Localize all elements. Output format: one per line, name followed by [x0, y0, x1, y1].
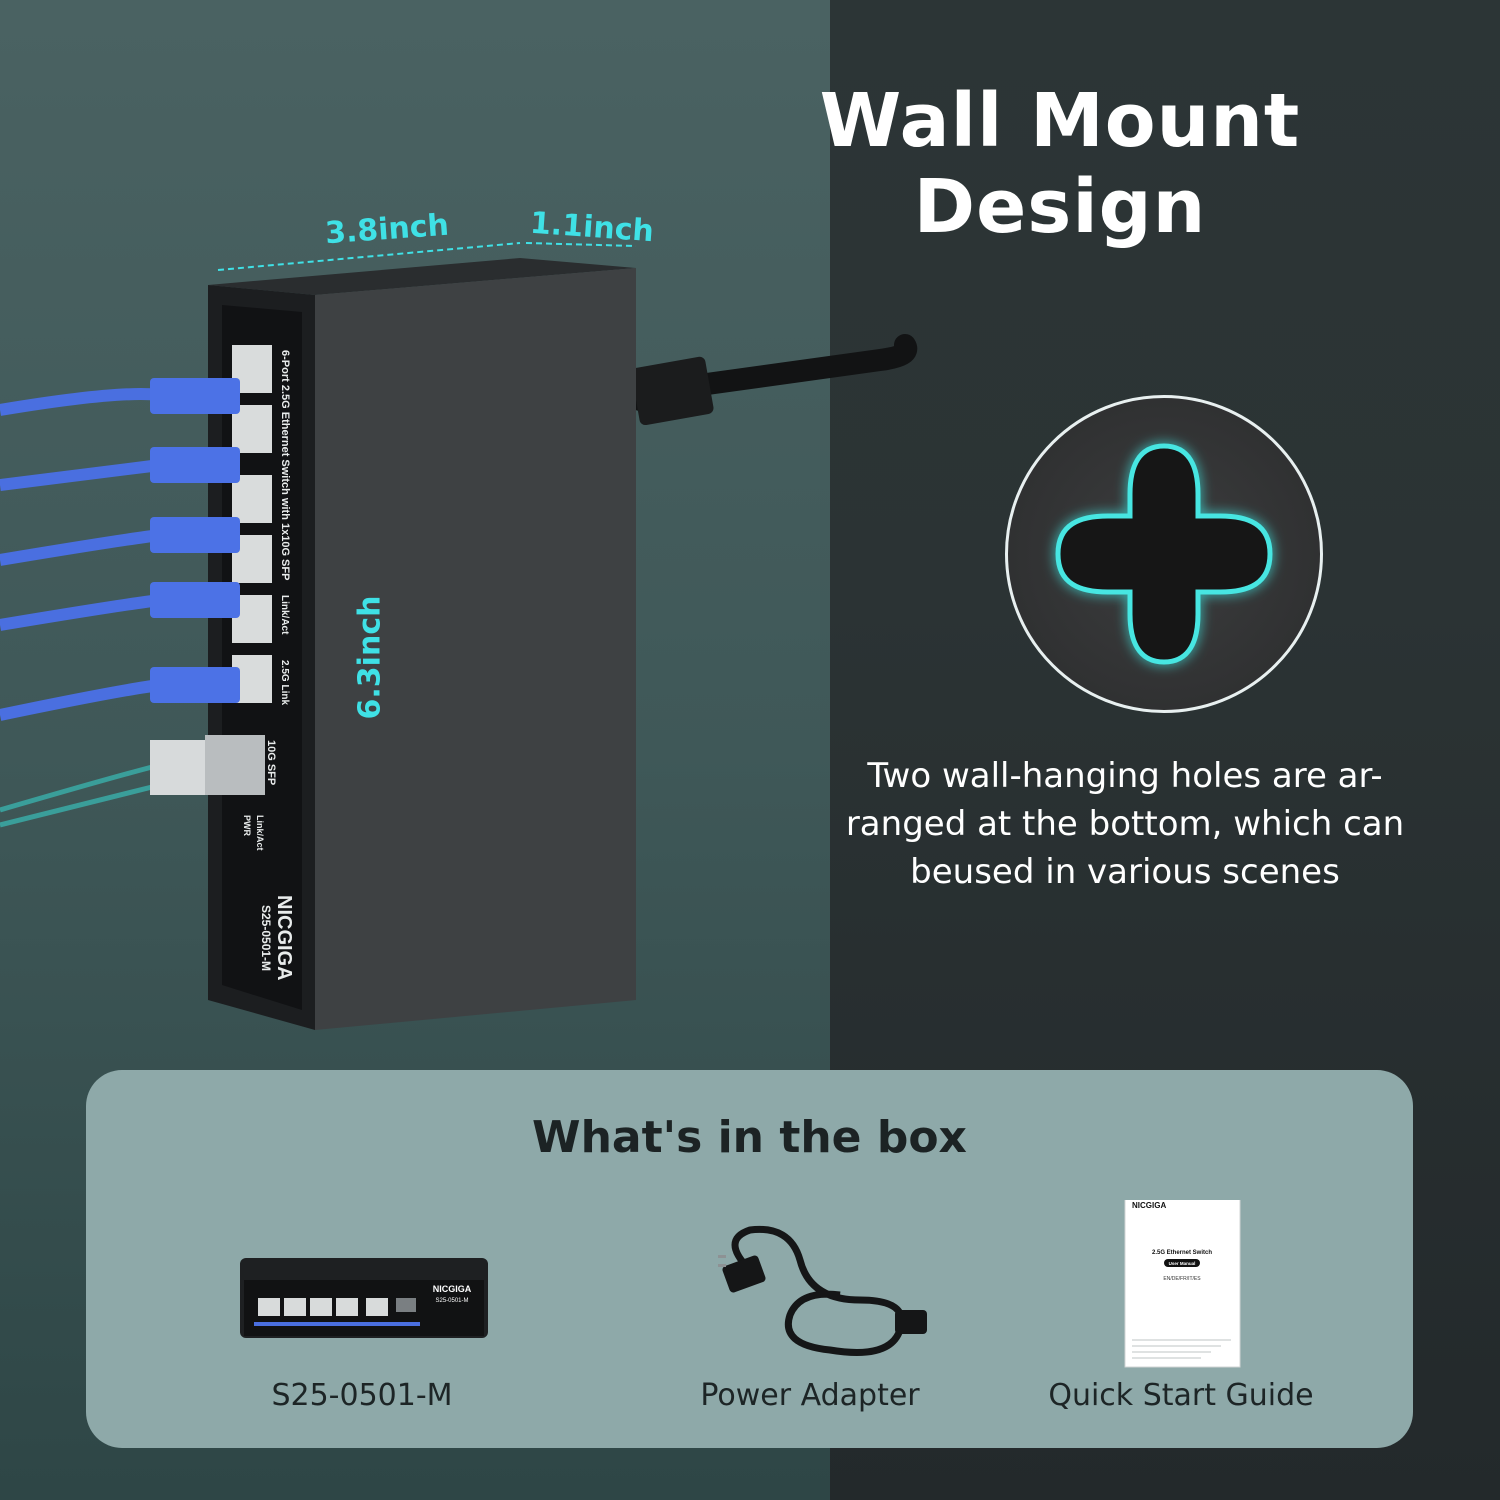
front-panel-legend-25g: 2.5G Link	[279, 660, 290, 705]
wall-hole-closeup	[1005, 395, 1323, 713]
description-line: ranged at the bottom, which can	[845, 804, 1405, 844]
sfp-fiber-cable	[0, 735, 265, 828]
cross-hole-icon	[1055, 443, 1273, 665]
in-the-box-title: What's in the box	[532, 1112, 967, 1163]
front-panel-model: S25-0501-M	[259, 905, 273, 971]
description-line: beused in various scenes	[910, 852, 1340, 892]
ethernet-plugs	[150, 378, 240, 703]
page-title: Wall Mount Design	[819, 78, 1301, 250]
switch-brand-label: NICGIGA	[433, 1284, 472, 1294]
dimension-line-width	[217, 242, 521, 271]
front-panel-led-linkact: Link/Act	[255, 815, 265, 851]
box-item-label: Quick Start Guide	[1048, 1378, 1314, 1413]
box-item-guide: NICGIGA 2.5G Ethernet Switch User Manual…	[1001, 1200, 1361, 1430]
description-line: Two wall-hanging holes are ar-	[867, 756, 1383, 796]
guide-languages: EN/DE/FR/IT/ES	[1163, 1276, 1201, 1282]
power-adapter-image	[718, 1225, 927, 1356]
front-panel-legend-linkact: Link/Act	[279, 595, 290, 635]
in-the-box-panel: What's in the box NICGIGA S25-0501-M S25…	[86, 1070, 1413, 1448]
quick-start-guide-image: NICGIGA 2.5G Ethernet Switch User Manual…	[1124, 1200, 1241, 1368]
front-panel-led-pwr: PWR	[242, 815, 252, 836]
box-item-label: S25-0501-M	[271, 1378, 453, 1413]
guide-product: 2.5G Ethernet Switch	[1152, 1250, 1212, 1256]
wall-hole-description: Two wall-hanging holes are ar- ranged at…	[830, 752, 1420, 896]
ethernet-cables	[0, 388, 161, 721]
front-panel-brand: NICGIGA	[273, 895, 295, 981]
guide-title: User Manual	[1169, 1261, 1196, 1266]
dimension-line-depth	[525, 242, 637, 247]
box-item-label: Power Adapter	[700, 1378, 920, 1413]
box-item-power: Power Adapter	[630, 1200, 990, 1430]
power-cable	[629, 334, 918, 426]
switch-product-image: NICGIGA S25-0501-M	[240, 1258, 488, 1338]
box-item-switch: NICGIGA S25-0501-M S25-0501-M	[182, 1200, 542, 1430]
front-panel-text: 6-Port 2.5G Ethernet Switch with 1x10G S…	[242, 350, 295, 981]
front-panel-sfp-label: 10G SFP	[265, 740, 277, 785]
switch-wall-mounted-illustration: 6-Port 2.5G Ethernet Switch with 1x10G S…	[0, 242, 918, 1030]
front-panel-product-line: 6-Port 2.5G Ethernet Switch with 1x10G S…	[279, 350, 291, 580]
guide-brand: NICGIGA	[1132, 1201, 1166, 1210]
height-dimension-label: 6.3inch	[352, 595, 388, 720]
switch-model-label: S25-0501-M	[435, 1298, 468, 1304]
